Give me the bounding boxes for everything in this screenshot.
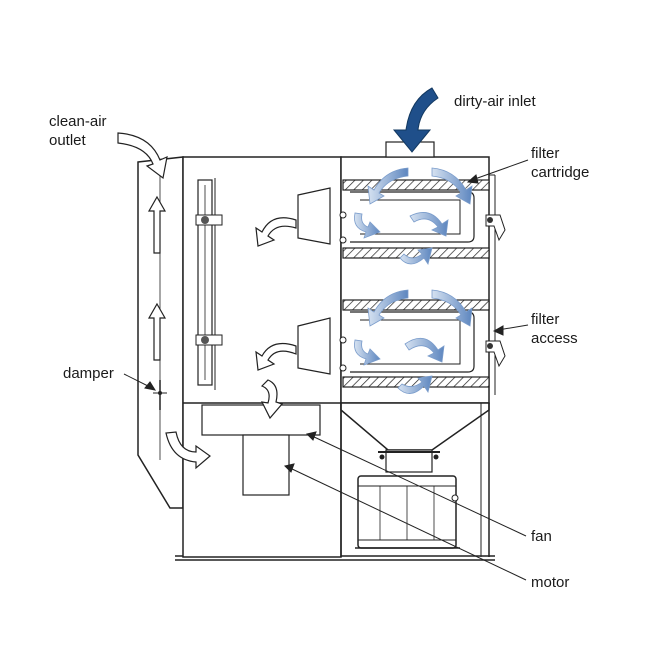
airflow-arrow-icon	[165, 217, 297, 470]
filter-access-label-line1: filter	[531, 311, 560, 328]
damper-label: damper	[63, 365, 114, 382]
clean-air-outlet-label-line2: outlet	[49, 132, 86, 149]
door-latch-icon	[195, 214, 223, 346]
fan-label: fan	[531, 528, 552, 545]
clean-air-outlet-label-line1: clean-air	[49, 113, 107, 130]
clean-air-outlet-duct	[137, 156, 184, 509]
hopper	[340, 402, 490, 557]
filter-access-label-line2: access	[531, 330, 578, 347]
dirty-air-inlet-label: dirty-air inlet	[454, 93, 536, 110]
outlet-curved-arrow-icon	[117, 132, 168, 180]
leader-lines	[123, 159, 529, 581]
inlet-arrow-icon	[392, 87, 439, 153]
airflow-arrow-icon	[354, 167, 473, 394]
filter-cartridge-top	[342, 179, 490, 259]
damper-icon	[153, 380, 167, 410]
fan-housing	[201, 404, 321, 436]
dust-drum	[355, 475, 460, 549]
filter-access-latch-icon	[485, 214, 506, 368]
filter-cartridge-label-line2: cartridge	[531, 164, 590, 181]
motor-body	[242, 434, 290, 496]
motor-label: motor	[531, 574, 570, 591]
filter-cartridge-label-line1: filter	[531, 145, 560, 162]
clean-air-plenum	[182, 156, 342, 558]
